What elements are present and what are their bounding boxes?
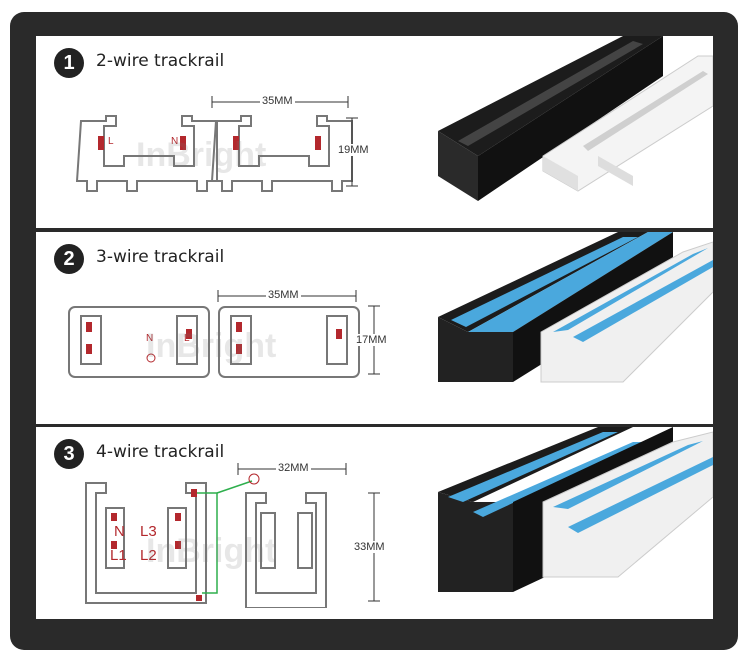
section-title: 3-wire trackrail — [96, 247, 225, 267]
4-wire-profile-diagram — [85, 473, 327, 608]
section-number-badge: 1 — [54, 48, 84, 78]
watermark: InBright — [136, 136, 267, 174]
watermark: InBright — [146, 532, 277, 570]
section-4-wire: 3 4-wire trackrail N L3 L1 L2 32MM — [36, 427, 713, 619]
section-title: 2-wire trackrail — [96, 51, 225, 71]
wire-label-n: N — [171, 136, 179, 147]
wire-label-l: L — [108, 136, 114, 147]
wire-label-l1: L1 — [110, 547, 127, 564]
width-dimension-label: 32MM — [276, 462, 311, 474]
width-dimension-label: 35MM — [260, 95, 295, 107]
section-number-badge: 3 — [54, 439, 84, 469]
3-wire-profile-diagram — [68, 306, 360, 378]
wire-label-n: N — [114, 523, 125, 540]
3-wire-rail-photo — [438, 232, 713, 383]
width-dimension-label: 35MM — [266, 289, 301, 301]
section-number-badge: 2 — [54, 244, 84, 274]
section-title: 4-wire trackrail — [96, 442, 225, 462]
2-wire-profile-diagram — [76, 115, 353, 192]
height-dimension-label: 33MM — [354, 541, 385, 553]
height-dimension-label: 17MM — [356, 334, 387, 346]
wire-label-l2: L2 — [140, 547, 157, 564]
4-wire-rail-photo — [438, 427, 713, 592]
wire-label-l: L — [184, 333, 190, 344]
section-3-wire: 2 3-wire trackrail N L 35MM 17 — [36, 232, 713, 424]
wire-label-n: N — [146, 333, 154, 344]
wire-label-l3: L3 — [140, 523, 157, 540]
watermark: InBright — [146, 327, 277, 365]
2-wire-rail-photo — [438, 36, 713, 201]
section-2-wire: 1 2-wire trackrail L N 35MM 19MM InBrigh… — [36, 36, 713, 228]
height-dimension-label: 19MM — [338, 144, 369, 156]
